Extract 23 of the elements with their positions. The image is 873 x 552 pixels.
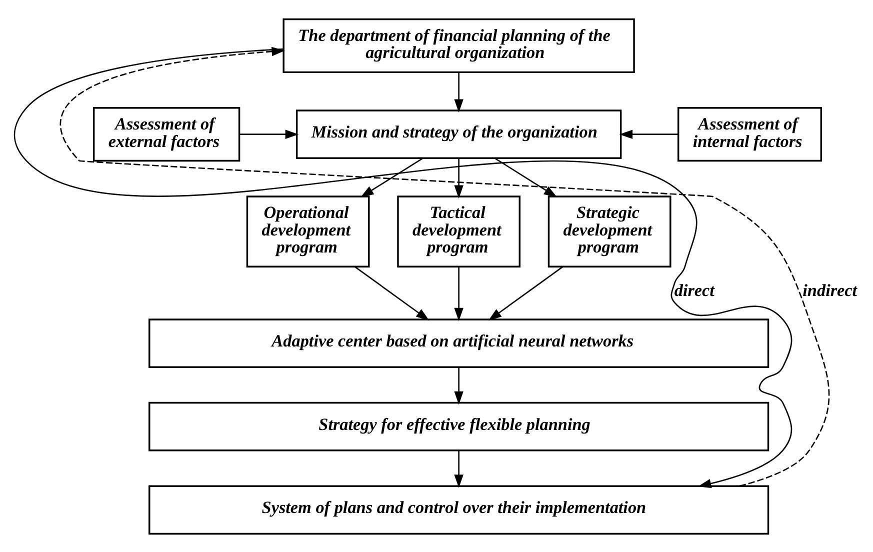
arrow: [360, 157, 423, 197]
node-box: Adaptive center based on artificial neural networks: [148, 318, 769, 368]
node-box: Strategic development program: [547, 195, 671, 267]
arrow: [494, 157, 557, 197]
edge-label: indirect: [802, 280, 857, 300]
node-box: System of plans and control over their implementation: [148, 484, 769, 534]
arrow: [618, 129, 678, 138]
arrow: [454, 450, 463, 488]
node-box: Assessment of external factors: [92, 106, 240, 162]
node-box: Assessment of internal factors: [676, 106, 822, 162]
node-box: Tactical development program: [396, 195, 520, 267]
arrow: [354, 266, 429, 320]
arrow: [454, 266, 463, 321]
arrow: [454, 158, 463, 198]
arrow: [239, 129, 298, 138]
node-box: Operational development program: [246, 195, 370, 267]
arrow: [454, 72, 463, 112]
arrow: [454, 367, 463, 404]
edge-label: direct: [674, 280, 714, 300]
node-box: The department of financial planning of the agricultural organization: [282, 18, 634, 73]
node-box: Strategy for effective flexible planning: [148, 401, 769, 451]
node-box: Mission and strategy of the organization: [295, 109, 622, 158]
arrow: [488, 266, 563, 320]
